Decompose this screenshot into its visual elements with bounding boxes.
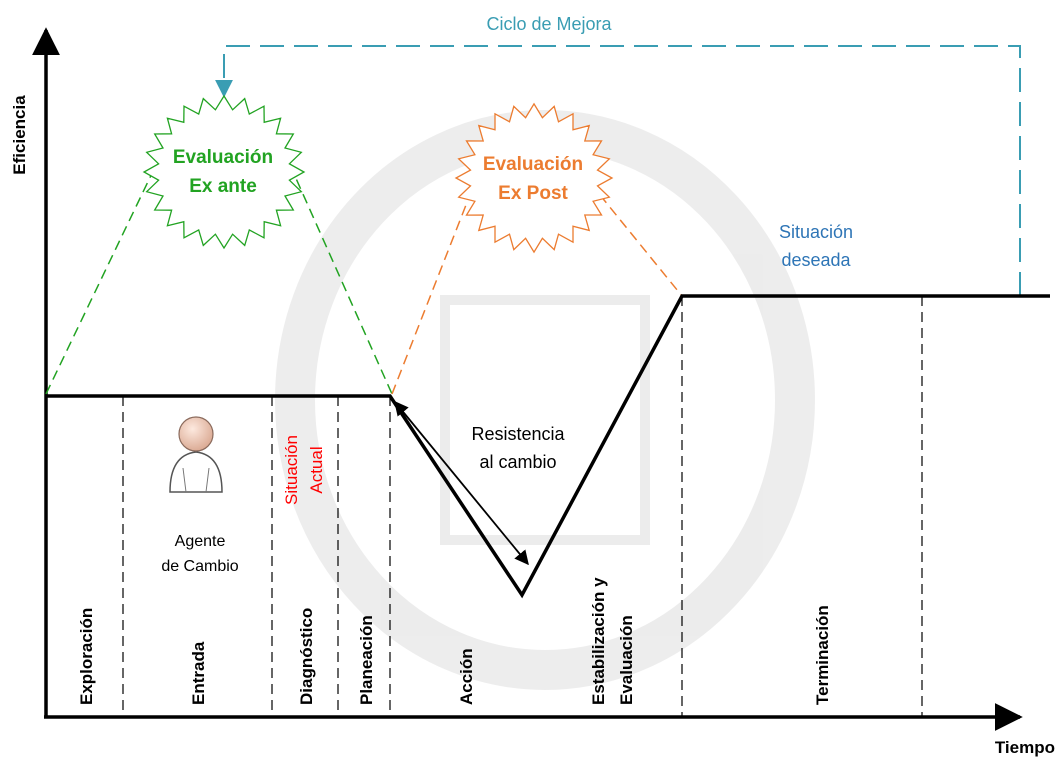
ex-post-label-line2: Ex Post [498,183,568,204]
resistance-arrow [394,400,529,566]
phase-label-4-line-0: Acción [457,648,476,705]
ex-ante-left-dash [45,164,157,395]
phase-dividers [122,296,923,717]
phase-label-5-line-0: Estabilización y [589,577,608,705]
current-situation-line1: Situación [282,435,301,505]
ex-ante-label-line2: Ex ante [189,176,257,197]
phase-label-5-line-1: Evaluación [617,615,636,705]
improvement-cycle-label: Ciclo de Mejora [486,14,612,34]
phase-label-1-line-0: Entrada [189,641,208,705]
person-icon [169,416,223,493]
x-axis-label: Tiempo [995,738,1055,757]
desired-situation-line2: deseada [781,250,851,270]
resistance-label-line2: al cambio [479,452,556,472]
ex-post-left-dash [391,204,467,395]
ex-ante-right-dash [289,164,393,395]
ex-ante-burst-shape [142,94,306,250]
agent-label-line1: Agente [175,533,226,550]
desired-situation-line1: Situación [779,222,853,242]
ex-ante-label-line1: Evaluación [173,147,273,168]
resistance-label-line1: Resistencia [471,424,565,444]
improvement-cycle-line [215,45,1021,296]
phase-labels: Exploración Entrada Diagnóstico Planeación A… [77,577,832,705]
phase-label-6-line-0: Terminación [813,605,832,705]
ex-post-label-line1: Evaluación [483,154,583,175]
ex-post-right-dash [599,194,683,297]
phase-label-3-line-0: Planeación [357,615,376,705]
y-axis-label: Eficiencia [10,95,29,175]
ex-post-burst-shape [454,102,614,254]
phase-label-2-line-0: Diagnóstico [297,608,316,705]
current-situation-line2: Actual [307,446,326,493]
agent-label-line2: de Cambio [161,558,238,575]
phase-label-0-line-0: Exploración [77,608,96,705]
efficiency-curve [46,294,1050,599]
